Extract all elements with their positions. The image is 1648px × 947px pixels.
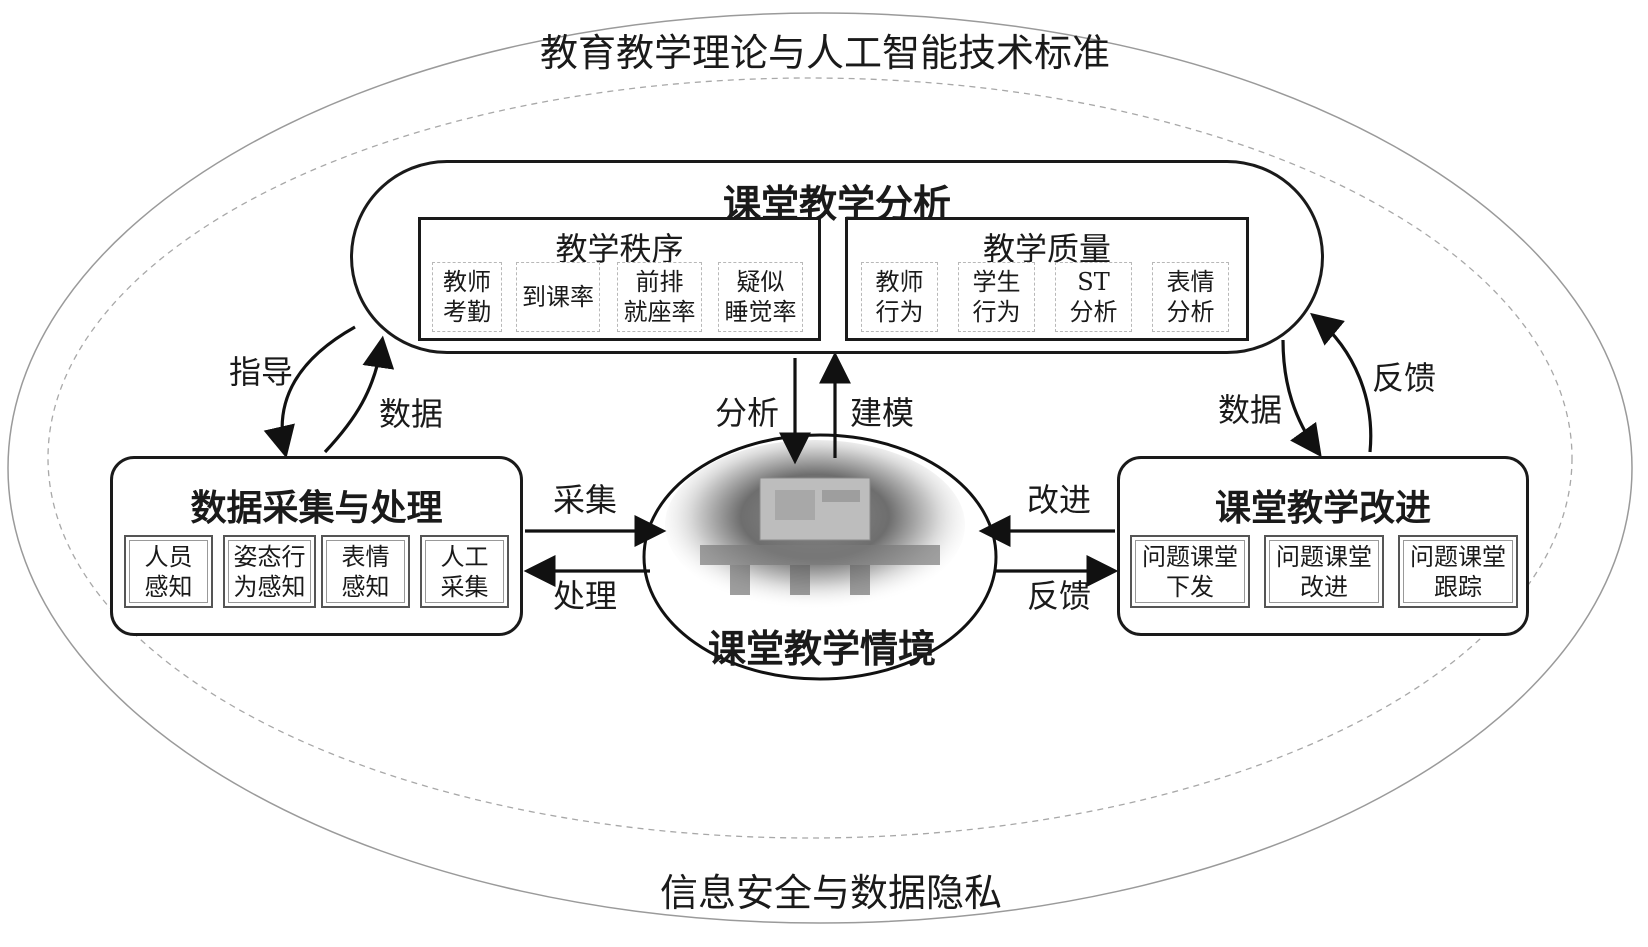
label-analyze: 分析 [715,394,780,432]
classroom-desks [700,545,940,565]
collection-item-person: 人员 感知 [124,535,213,608]
label-feedback-top: 反馈 [1372,359,1437,397]
collection-item-manual: 人工 采集 [420,535,509,608]
outer-top-label: 教育教学理论与人工智能技术标准 [540,31,1111,75]
label-improve: 改进 [1027,481,1092,519]
label-data-left: 数据 [379,395,444,433]
teaching-quality-title: 教学质量 [982,230,1111,268]
data-collection-title: 数据采集与处理 [190,487,443,529]
teaching-order-title: 教学秩序 [555,230,684,268]
improvement-item-track: 问题课堂 跟踪 [1398,535,1518,608]
order-item-front-seating: 前排 就座率 [617,262,702,332]
label-collect: 采集 [553,481,618,519]
arrow-data-left [323,335,395,454]
label-data-right: 数据 [1218,391,1283,429]
label-feedback-bottom: 反馈 [1027,577,1092,615]
improvement-item-issue: 问题课堂 下发 [1130,535,1250,608]
order-item-attendance-rate: 到课率 [516,262,600,332]
inner-dashed-ellipse [47,77,1573,839]
quality-item-st-analysis: ST 分析 [1055,262,1132,332]
quality-item-teacher-behavior: 教师 行为 [861,262,938,332]
arrow-data-right [1281,339,1322,458]
order-item-sleeping-rate: 疑似 睡觉率 [718,262,803,332]
arrow-feedback-top [1310,312,1373,453]
label-guide: 指导 [229,353,294,391]
quality-item-student-behavior: 学生 行为 [958,262,1035,332]
label-model: 建模 [850,394,915,432]
outer-bottom-label: 信息安全与数据隐私 [660,871,1003,915]
context-ellipse [642,433,998,681]
outer-ellipse [7,12,1633,924]
improvement-title: 课堂教学改进 [1214,487,1431,529]
collection-item-expression: 表情 感知 [321,535,410,608]
collection-item-pose: 姿态行 为感知 [223,535,316,608]
quality-item-expression-analysis: 表情 分析 [1152,262,1229,332]
context-title: 课堂教学情境 [708,626,937,671]
arrow-guide [263,325,356,459]
order-item-teacher-attendance: 教师 考勤 [432,262,502,332]
improvement-item-improve: 问题课堂 改进 [1264,535,1384,608]
label-process: 处理 [553,577,618,615]
